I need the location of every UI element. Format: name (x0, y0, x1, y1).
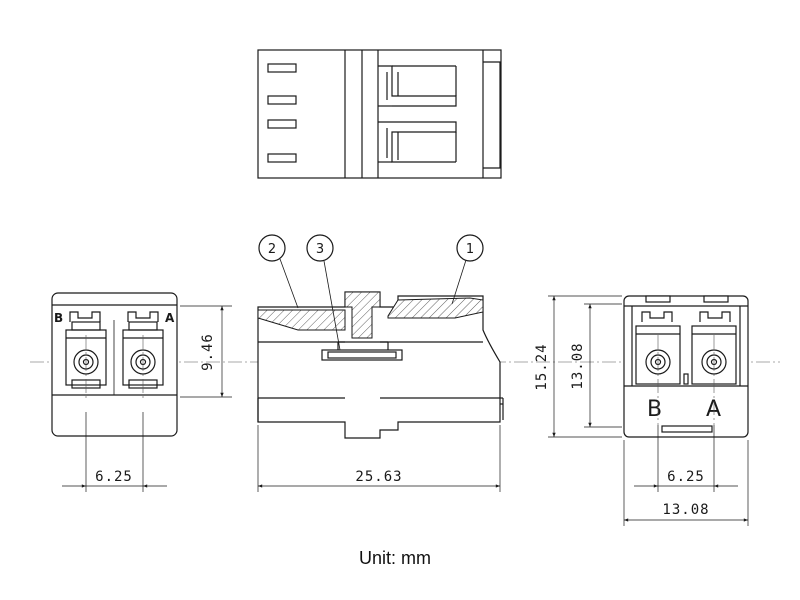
section-flange (344, 291, 381, 339)
unit-caption: Unit: mm (359, 548, 431, 568)
svg-text:2: 2 (268, 242, 276, 257)
top-view (257, 49, 502, 179)
rear-port-a-label: A (706, 397, 721, 422)
side-view: 2 3 1 25.63 (257, 234, 504, 492)
port-b-label: B (54, 311, 63, 325)
port-a-latch (127, 311, 159, 322)
svg-text:1: 1 (466, 242, 474, 257)
callout-2 (258, 234, 286, 262)
dim-rear-height-outer: 15.24 (534, 343, 550, 390)
top-slot (267, 153, 297, 163)
dim-rear-width: 13.08 (662, 502, 709, 518)
svg-text:3: 3 (316, 242, 324, 257)
sleeve-part-3 (321, 349, 403, 361)
callout-3 (306, 234, 334, 262)
dim-rear-height-inner: 13.08 (570, 342, 586, 389)
top-slot (267, 95, 297, 105)
top-slot (267, 63, 297, 73)
port-a-label: A (165, 311, 175, 325)
front-view: B A 6.25 9.46 (51, 292, 232, 492)
dim-rear-pitch: 6.25 (667, 469, 705, 485)
top-latch (378, 65, 457, 107)
front-view-body (51, 292, 178, 437)
rear-port-b-label: B (647, 397, 662, 422)
top-view-body (257, 49, 502, 179)
rear-view: B A 15.24 13.08 6.25 13.08 (534, 295, 749, 526)
dim-side-length: 25.63 (355, 469, 402, 485)
callout-1 (456, 234, 484, 262)
port-b-latch (69, 311, 101, 322)
dim-front-pitch: 6.25 (95, 469, 133, 485)
top-slot (267, 119, 297, 129)
section-part-2 (257, 309, 346, 331)
dim-front-height: 9.46 (200, 333, 216, 371)
section-part-1 (387, 297, 484, 319)
